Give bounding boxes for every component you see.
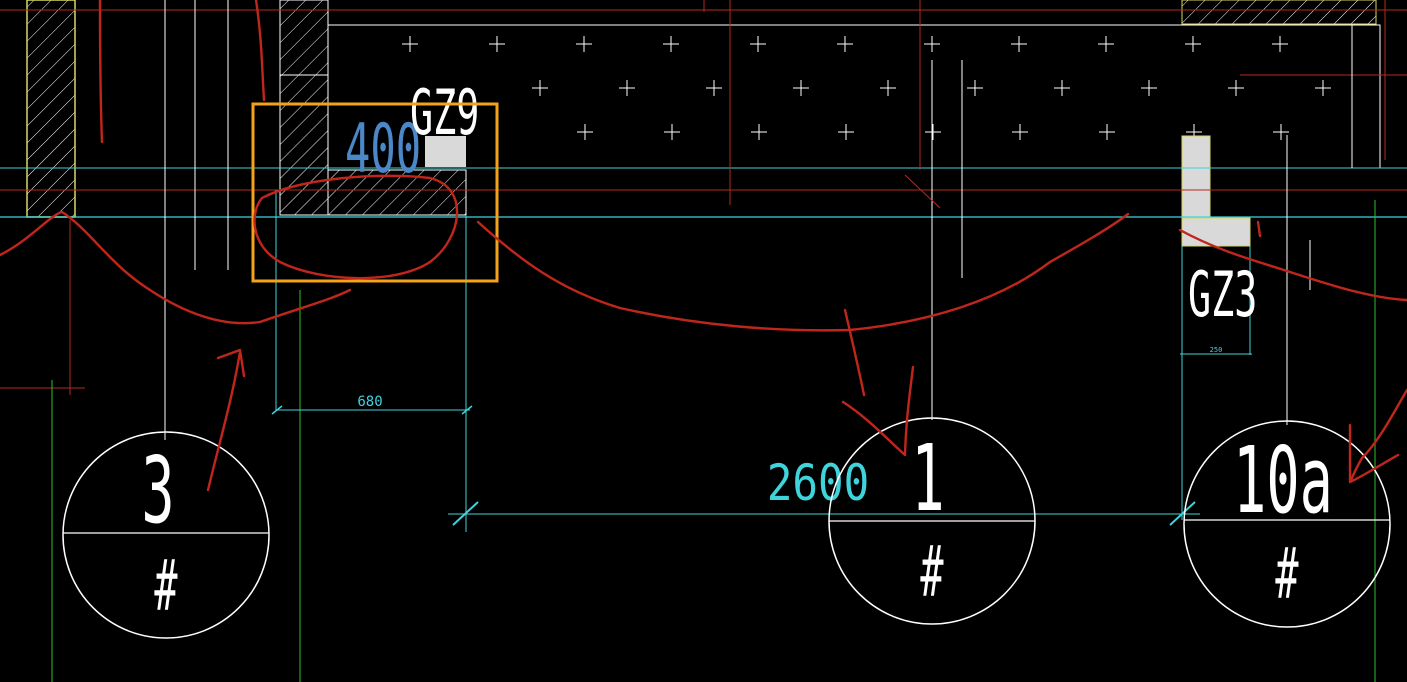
markup-ellipse xyxy=(253,174,459,280)
axis-bubble-1-sheet: # xyxy=(920,533,943,614)
gz9-small-block xyxy=(425,136,466,167)
wall-left xyxy=(26,0,76,218)
markup-arrow-bubble-1 xyxy=(841,308,915,457)
label-gz9: GZ9 xyxy=(410,78,479,150)
markup-stroke-top-center xyxy=(254,0,266,102)
gz3-column-horizontal xyxy=(1181,217,1251,247)
wall-gz9-column xyxy=(279,74,329,216)
dimension-250-label: 250 xyxy=(1210,346,1223,354)
axis-bubble-10a-sheet: # xyxy=(1275,535,1298,616)
axis-bubble-10a[interactable]: 10a # xyxy=(1183,420,1391,628)
wall-top-right xyxy=(1181,0,1377,25)
wall-upper-center xyxy=(279,0,329,76)
markup-curve-left xyxy=(0,210,352,325)
markup-curve-center xyxy=(476,212,1130,332)
dimension-2600-label: 2600 xyxy=(767,454,869,512)
slab-region xyxy=(327,24,1381,169)
dimension-680: 680 xyxy=(271,394,473,415)
axis-bubble-1[interactable]: 1 # xyxy=(828,417,1036,625)
vertical-grid-lines xyxy=(51,0,1386,682)
markup-arrow-bubble-10a xyxy=(1348,388,1407,484)
dimension-250: 250 xyxy=(1180,346,1252,355)
axis-bubble-3[interactable]: 3 # xyxy=(62,431,270,639)
label-gz3: GZ3 xyxy=(1188,260,1257,332)
markup-arrow-bubble-3 xyxy=(206,348,246,492)
dimension-680-label: 680 xyxy=(357,394,382,410)
markup-tick-gz3 xyxy=(1256,220,1262,238)
hatched-walls xyxy=(26,0,1377,218)
axis-bubble-1-number: 1 xyxy=(911,425,944,532)
red-markup-annotations xyxy=(0,0,1407,492)
column-labels: 400 GZ9 GZ3 xyxy=(345,78,1257,332)
markup-stroke-top-left xyxy=(98,0,104,144)
markup-curve-right xyxy=(1178,228,1407,302)
axis-bubble-3-sheet: # xyxy=(154,547,177,628)
axis-bubble-10a-number: 10a xyxy=(1233,427,1333,534)
filled-columns xyxy=(425,135,1251,247)
axis-bubble-3-number: 3 xyxy=(141,437,174,544)
highlight-box[interactable] xyxy=(251,102,499,283)
slab-plus-pattern xyxy=(402,36,1331,140)
dimension-2600: 2600 xyxy=(448,454,1200,526)
